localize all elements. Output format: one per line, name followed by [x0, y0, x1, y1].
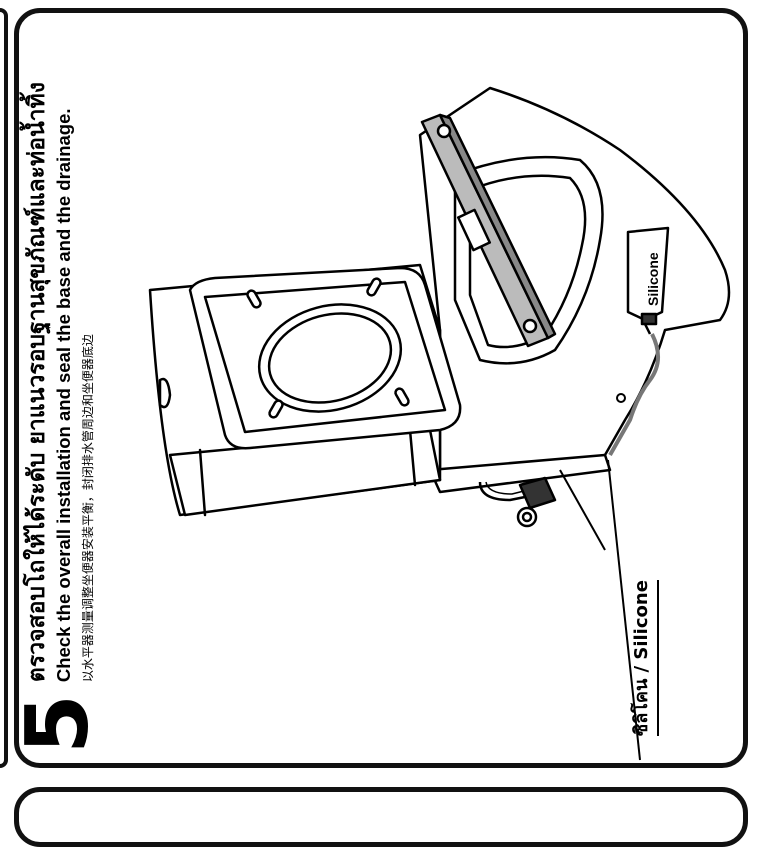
step-title-chinese: 以水平器测量调整坐便器安装平衡，封闭排水管周边和坐便器底边	[81, 334, 95, 683]
step-text-block: 5 ตรวจสอบโถให้ได้ระดับ ยาแนวรอบฐานสุขภัณ…	[8, 14, 108, 754]
step-title-english: Check the overall installation and seal …	[53, 108, 74, 683]
silicone-bead	[608, 333, 660, 456]
toilet-illustration: Silicone	[148, 86, 731, 761]
spirit-level	[420, 113, 557, 348]
drain-valve	[478, 476, 557, 528]
callout-lines	[559, 459, 641, 761]
step-number: 5	[8, 696, 108, 754]
silicone-callout-label: ซิลิโคน / Silicone	[626, 580, 659, 736]
side-strip	[0, 8, 8, 768]
silicone-tube-label: Silicone	[645, 252, 661, 306]
step-title-thai: ตรวจสอบโถให้ได้ระดับ ยาแนวรอบฐานสุขภัณฑ์…	[24, 82, 50, 683]
silicone-tube	[626, 226, 670, 335]
